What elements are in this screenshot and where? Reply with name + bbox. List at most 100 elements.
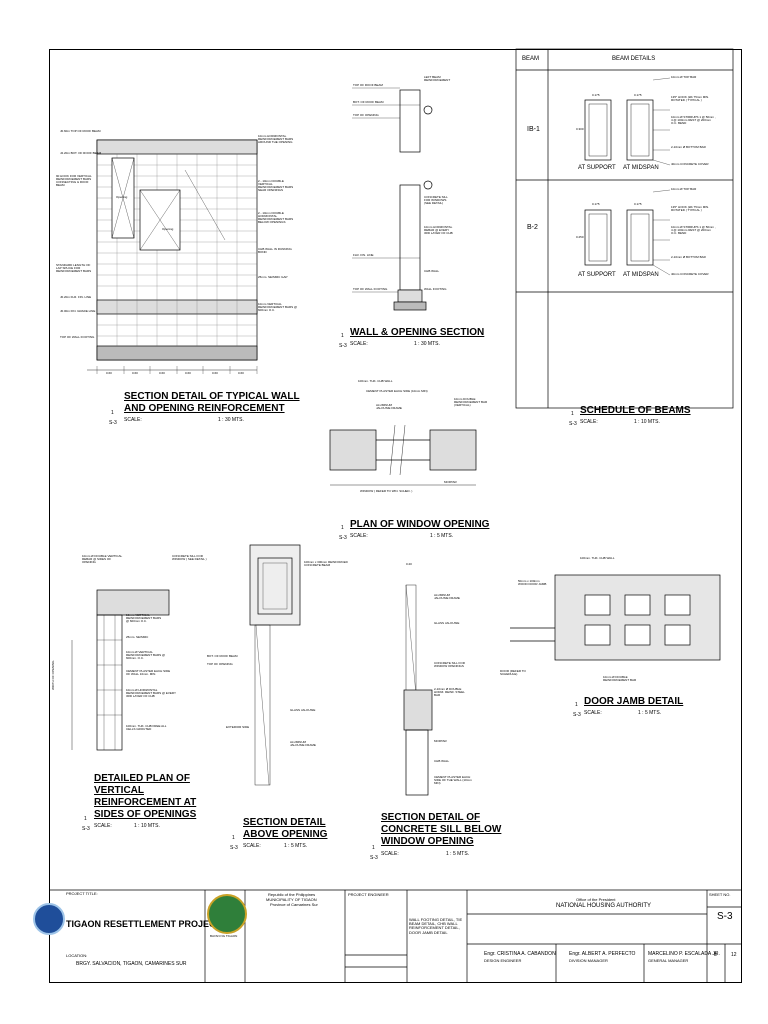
detail-sheet: S-3 [569,421,577,427]
drawing-sheet [49,49,742,983]
at-midspan-label: AT MIDSPAN [623,272,659,278]
sill-note: 2-10mm Ø DOUBLE HORIZ. REINF. STEEL BAR [434,687,465,697]
sill-note: CONCRETE SILL FOR WINDOW OPENINGS [434,661,465,668]
dim-label: 0.60 [106,371,112,375]
section-note: TOP OF ROOF BEAM [353,83,383,87]
wall-note: CHB WALL IN RUNNING BOND [258,247,292,254]
door-jamb-title: DOOR JAMB DETAIL [584,696,684,707]
above-note: GLASS JALOUSIE [290,708,316,712]
wall-note: J0.60m TOP OF ROOF BEAM [60,129,101,133]
at-midspan-label: AT MIDSPAN [623,165,659,171]
office: Office of the President [576,897,616,902]
scale-value: 1 : 10 MTS. [634,419,660,425]
reinf-note: CONCRETE SILL FOR WINDOW ( SEE DETAIL ) [172,554,207,561]
beam-schedule-title: SCHEDULE OF BEAMS [580,405,691,416]
reinf-note: 10mm VERTICAL REINFORCEMENT BARS @ 600mm… [126,613,162,623]
above-note: TOP OF OPENING [207,662,233,666]
reinf-note: 100mm. THK. CHB FREE ALL CELLS GROUTED [126,724,167,731]
municipal-seal [207,894,247,934]
project-engineer: PROJECT ENGINEER [348,892,389,897]
vertical-reinf-title: REINFORCEMENT AT [94,797,197,808]
engineer-role: GENERAL MANAGER [648,958,689,963]
opening-label: Opening [116,195,128,199]
window-note: MORTAR [444,480,457,484]
door-note: 100mm. THK. CHB WALL [580,556,615,560]
beam-width: 0.175 [634,93,642,97]
vertical-reinf-title: SIDES OF OPENINGS [94,809,197,820]
door-note: 10mm Ø DOUBLE REINFORCEMENT BAR [603,675,637,682]
above-note: EXTERIOR SIDE [226,725,250,729]
scale-value: 1 : 5 MTS. [284,843,308,849]
at-support-label: AT SUPPORT [578,165,616,171]
above-opening-title: SECTION DETAIL [243,817,326,828]
wall-note: 2 - 10mm DOUBLE VERTICAL REINFORCEMENT B… [258,179,294,192]
section-note: LEFT BEAM REINFORCEMENT [424,75,451,82]
sheet-contents: WALL FOOTING DETAIL, TIE BEAM DETAIL, CH… [409,917,463,935]
scale-value: 1 : 10 MTS. [134,823,160,829]
wall-note: 10mm HORIZONTAL REINFORCEMENT BARS AROUN… [258,134,294,144]
scale-label: SCALE: [350,341,368,347]
sheet-no: S-3 [717,911,733,922]
scale-label: SCALE: [584,710,602,716]
project-title: TIGAON RESETTLEMENT PROJECT P1 [66,919,235,929]
sill-note: CHB WALL [434,759,450,763]
concrete-sill-title-2: CONCRETE SILL BELOW [381,824,502,835]
concrete-sill-title-3: WINDOW OPENING [381,836,474,847]
detail-sheet: S-3 [339,343,347,349]
reinf-note: 10mm Ø HORIZONTAL REINFORCEMENT BARS @ E… [126,688,176,698]
beam-depth: 0.300 [576,127,584,131]
detail-number: 1 [341,333,344,339]
vertical-reinf-title: VERTICAL [94,785,144,796]
section-note: 10mm HORIZONTAL REBAR @ EVERY 3RD LAYER … [424,225,453,235]
dim-label: 0.60 [132,371,138,375]
above-note: ALUMINUM JALOUSIE FRAME [290,740,316,747]
at-support-label: AT SUPPORT [578,272,616,278]
project-label: PROJECT TITLE: [66,891,98,896]
engineer-name: Engr. CRISTINA A. CABANDON [484,951,556,957]
detail-number: 1 [84,816,87,822]
above-note: BOT. OF ROOF BEAM [207,654,238,658]
beam-note: 135° HOOK (ldb 75mm MIN. ROTATED ( TYPIC… [671,205,710,212]
beam-note: 40mm CONCRETE COVER [671,162,709,166]
beam-width: 0.175 [592,202,600,206]
beam-mark: B-2 [527,224,538,231]
above-opening-title-2: ABOVE OPENING [243,829,328,840]
concrete-sill-title: SECTION DETAIL OF [381,812,481,823]
dim-label: 0.60 [212,371,218,375]
detail-number: 1 [341,525,344,531]
sill-note: MORTAR [434,739,447,743]
republic: Republic of the Philippines [268,892,316,897]
wall-note: 25mm. SEISMIC GAP [258,275,288,279]
beam-note: 10mm Ø TOP BAR [671,75,697,79]
window-plan-title: PLAN OF WINDOW OPENING [350,519,490,530]
scale-value: 1 : 30 MTS. [218,417,244,423]
engineer-name: Engr. ALBERT A. PERFECTO [569,951,636,957]
concrete-beam-section [249,544,301,626]
page-number: 8 [714,952,717,958]
engineer-name: MARCELINO P. ESCALADA JR. [648,951,720,957]
side-label: WIDTH OF OPENING [51,660,55,691]
beam-note: 40mm CONCRETE COVER [671,272,709,276]
location: BRGY. SALVACION, TIGAON, CAMARINES SUR [76,961,187,967]
detail-number: 1 [232,835,235,841]
scale-label: SCALE: [350,533,368,539]
detail-sheet: S-3 [339,535,347,541]
province: Province of Camarines Sur [270,902,318,907]
scale-label: SCALE: [94,823,112,829]
dim-label: 0.60 [159,371,165,375]
section-note: CHB WALL [424,269,440,273]
sill-note: CEMENT PLASTER EACH SIDE OF THE WALL (10… [434,775,472,785]
detail-sheet: S-3 [230,845,238,851]
sill-note: GLASS JALOUSIE [434,621,460,625]
door-jamb-drawing [554,574,721,661]
agency: NATIONAL HOUSING AUTHORITY [556,903,652,909]
total-pages: 12 [731,952,737,958]
reinf-note: 10mm Ø VERTICAL REINFORCEMENT BARS @ 600… [126,650,165,660]
section-note: TOP OF WALL FOOTING [353,287,388,291]
wall-note: 10mm VERTICAL REINFORCEMENT BARS @ 600mm… [258,302,297,312]
seal-text: BAYAN NG TIGAON [210,934,238,938]
scale-value: 1 : 5 MTS. [446,851,470,857]
reinf-note: 10mm Ø DOUBLE VERTICAL REBAR @ SIDES OF … [82,554,123,564]
beam-details-header: BEAM DETAILS [612,56,656,62]
